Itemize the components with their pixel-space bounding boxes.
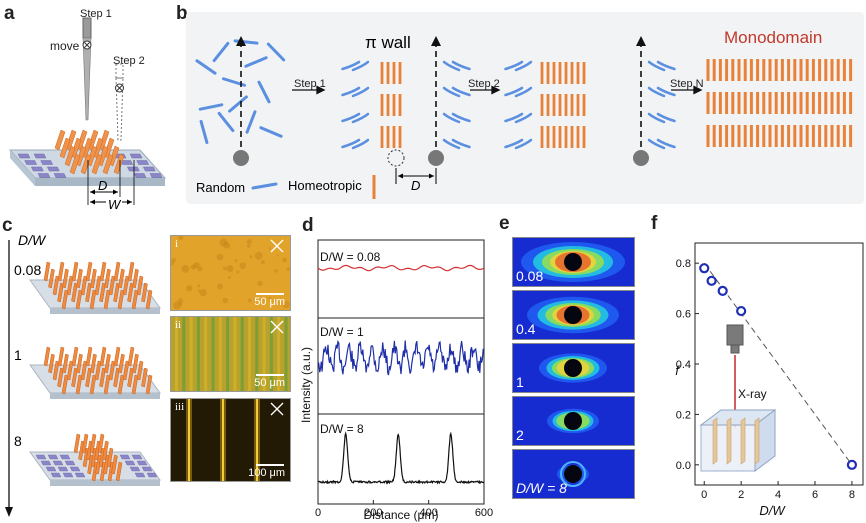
x-tick-label: 600 (475, 507, 493, 519)
xray-label-2: 0.4 (516, 321, 536, 337)
data-point (846, 459, 858, 470)
y-tick-label: 0.2 (676, 409, 691, 421)
micrograph-iii-scale: 100 μm (248, 467, 285, 479)
random-legend-label: Random (196, 180, 246, 195)
xray-inset-label: X-ray (738, 387, 767, 401)
scale-bar-iii (256, 464, 284, 466)
xray-source-icon (726, 324, 744, 346)
homeotropic-legend-label: Homeotropic (288, 178, 362, 193)
dw-axis-label-c: D/W (18, 232, 46, 248)
panel-label-d: d (302, 215, 314, 236)
ratio-label-3: 8 (14, 433, 22, 449)
d-dimension-label-b: D (411, 178, 421, 193)
micrograph-ii-index: ii (175, 319, 182, 331)
x-tick-label: 0 (701, 489, 707, 501)
panel-c-structures (29, 261, 161, 486)
ratio-label-1: 0.08 (14, 262, 42, 278)
panel-f-xlabel: D/W (759, 503, 786, 518)
fit-line (703, 262, 853, 466)
d-dimension-label-a: D (98, 178, 108, 193)
x-tick-label: 6 (812, 489, 818, 501)
trace-line-3 (317, 431, 485, 485)
polarizer-cross-icon (270, 320, 284, 334)
xray-pattern-4: 2 (512, 396, 635, 446)
scale-bar-i (256, 293, 284, 295)
panel-label-e: e (499, 213, 510, 234)
panel-label-c: c (2, 215, 13, 236)
polarizer-cross-icon (270, 239, 284, 253)
w-dimension-label-a: W (106, 197, 123, 212)
dw-axis-arrow (5, 240, 13, 517)
trace-label-2: D/W = 1 (320, 325, 364, 339)
trace-line-1 (317, 264, 485, 272)
monodomain-label: Monodomain (724, 28, 823, 47)
panel-f-ylabel: f (675, 363, 680, 378)
x-tick-label: 0 (315, 507, 321, 519)
y-tick-label: 0.0 (676, 460, 691, 472)
xray-label-3: 1 (516, 374, 524, 390)
y-tick-label: 0.4 (676, 359, 691, 371)
trace-label-3: D/W = 8 (320, 422, 364, 436)
data-point (706, 275, 717, 286)
move-label: move (50, 39, 80, 53)
xray-label-1: 0.08 (516, 268, 544, 284)
polarizer-cross-icon (270, 402, 284, 416)
x-tick-label: 2 (738, 489, 744, 501)
micrograph-i-index: i (175, 238, 179, 250)
micrograph-ii-scale: 50 μm (254, 377, 285, 389)
pi-wall-label: π wall (365, 33, 411, 52)
x-tick-label: 8 (849, 489, 855, 501)
micrograph-i: i 50 μm (170, 235, 291, 311)
data-point (717, 285, 728, 296)
panel-label-b: b (176, 3, 188, 24)
ratio-label-2: 1 (14, 347, 22, 363)
panel-f-chart: 0 2 4 6 8 0.0 0.2 0.4 0.6 0.8 X-ray f D/W (675, 242, 864, 518)
step2-label-a: Step 2 (113, 55, 145, 67)
stepN-label-b: Step N (670, 78, 704, 90)
y-tick-label: 0.8 (676, 258, 691, 270)
xray-pattern-1: 0.08 (512, 237, 635, 287)
panel-b-schematic (195, 36, 853, 199)
data-point (736, 305, 747, 317)
xray-label-4: 2 (516, 427, 524, 443)
xray-pattern-3: 1 (512, 343, 635, 393)
x-tick-label: 4 (775, 489, 781, 501)
micrograph-iii: iii 100 μm (170, 398, 291, 482)
x-tick-label: 200 (364, 507, 382, 519)
step1-label-b: Step 1 (294, 78, 326, 90)
panel-a-schematic (8, 17, 167, 205)
sample-cube-icon (699, 409, 777, 472)
step1-label-a: Step 1 (80, 8, 112, 20)
xray-pattern-5: D/W = 8 (512, 449, 635, 499)
panel-label-f: f (651, 213, 658, 234)
step2-label-b: Step 2 (468, 78, 500, 90)
panel-d-xlabel: Distance (μm) (364, 508, 439, 522)
y-tick-label: 0.6 (676, 309, 691, 321)
micrograph-i-scale: 50 μm (254, 296, 285, 308)
xray-pattern-2: 0.4 (512, 290, 635, 340)
x-tick-label: 400 (419, 507, 437, 519)
scale-bar-ii (256, 374, 284, 376)
xray-label-5: D/W = 8 (516, 480, 567, 496)
trace-line-2 (317, 339, 485, 376)
panel-d-ylabel: Intensity (a.u.) (299, 347, 313, 423)
panel-d-chart: D/W = 0.08 D/W = 1 D/W = 8 Intensity (a.… (299, 239, 493, 522)
panel-label-a: a (4, 3, 15, 24)
micrograph-ii: ii 50 μm (170, 316, 291, 392)
micrograph-iii-index: iii (175, 401, 185, 413)
trace-label-1: D/W = 0.08 (320, 250, 381, 264)
trace-box-3 (317, 413, 485, 505)
data-point (699, 263, 710, 274)
